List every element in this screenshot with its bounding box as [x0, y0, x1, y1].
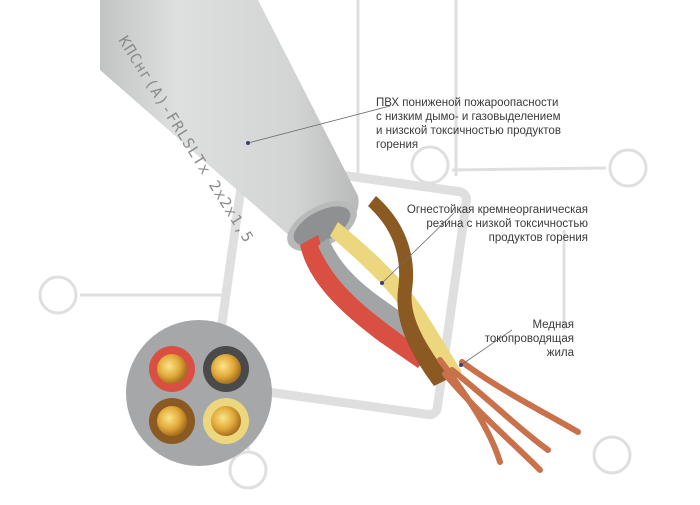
leader-lines	[246, 105, 513, 367]
leader-conductor	[460, 329, 513, 366]
jacket-description: ПВХ пониженой пожароопасности с низким д…	[376, 97, 561, 151]
leader-jacket	[247, 105, 391, 144]
watermark	[38, 0, 648, 490]
copper-strands	[437, 357, 581, 473]
core-yellow	[330, 222, 462, 380]
core-red	[300, 235, 430, 368]
cable-jacket: КПСнг(А)-FRLSLTx 2х2х1,5	[100, 0, 359, 252]
core-brown	[368, 196, 450, 386]
conductor-description: Медная токопроводящая жила	[484, 319, 574, 359]
cable-cores	[300, 196, 462, 386]
cable-cross-section	[126, 320, 272, 466]
leader-insulation	[381, 212, 455, 284]
insulation-description: Огнестойкая кремнеорганическая резина с …	[406, 204, 588, 244]
